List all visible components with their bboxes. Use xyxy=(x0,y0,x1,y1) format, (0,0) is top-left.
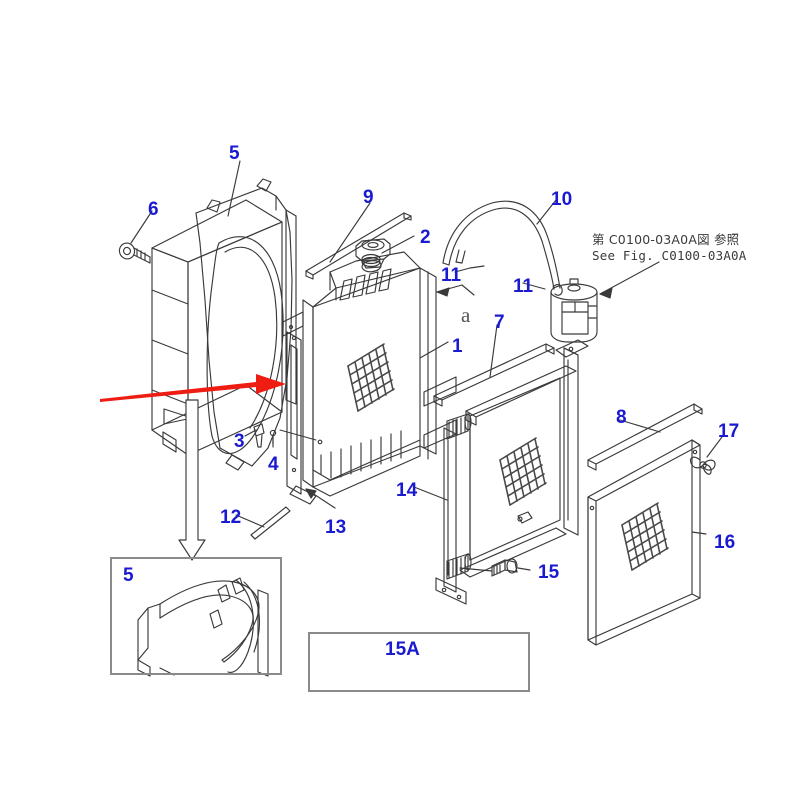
detail-letter-a: a xyxy=(461,303,471,327)
rod-12 xyxy=(250,506,291,540)
lead-12 xyxy=(235,514,265,528)
rod-9 xyxy=(305,212,412,280)
callout-12-rod[interactable]: 12 xyxy=(220,507,242,528)
callout-16-side-panel[interactable]: 16 xyxy=(714,532,736,553)
clip-3 xyxy=(253,423,265,448)
inset-label-15a: 15A xyxy=(385,639,420,660)
lead-15 xyxy=(517,567,531,571)
callout-2-cap[interactable]: 2 xyxy=(420,227,431,248)
side-panel-16 xyxy=(587,439,701,646)
radiator-cap-2 xyxy=(355,238,391,269)
hose-clamp-11b xyxy=(552,283,563,296)
inset-label-shroud: 5 xyxy=(123,565,134,586)
lead-10 xyxy=(536,199,557,225)
callout-9-rod[interactable]: 9 xyxy=(363,187,374,208)
lead-11b xyxy=(522,282,546,290)
callout-7-rod[interactable]: 7 xyxy=(494,312,505,333)
reference-note-english: See Fig. C0100-03A0A xyxy=(592,248,747,263)
callout-1-radiator[interactable]: 1 xyxy=(452,336,463,357)
oil-cooler-assembly xyxy=(423,339,589,605)
lead-15-b xyxy=(459,567,493,572)
callout-14-oil-cooler[interactable]: 14 xyxy=(396,480,418,501)
callout-11-clamp-b[interactable]: 11 xyxy=(513,276,534,297)
callout-17-wing-nut[interactable]: 17 xyxy=(718,421,740,442)
inset-box-shroud xyxy=(110,557,282,675)
callout-8-rod[interactable]: 8 xyxy=(616,407,627,428)
shroud-bolt-6 xyxy=(118,242,151,264)
lead-2 xyxy=(381,235,415,254)
callout-6-bolt[interactable]: 6 xyxy=(148,199,159,220)
reference-note-japanese: 第 C0100-03A0A図 参照 xyxy=(592,232,740,247)
inset-box-15a xyxy=(308,632,530,692)
lead-9 xyxy=(329,202,371,263)
callout-3-clip[interactable]: 3 xyxy=(234,431,245,452)
lead-5-top xyxy=(227,160,241,217)
lead-7 xyxy=(489,324,498,378)
downward-open-arrow xyxy=(178,399,206,561)
callout-13-bracket[interactable]: 13 xyxy=(325,517,347,538)
callout-10-hose[interactable]: 10 xyxy=(551,189,573,210)
lead-17 xyxy=(706,436,723,458)
hose-10 xyxy=(442,200,561,290)
lead-3 xyxy=(244,429,257,437)
lead-11a xyxy=(454,265,485,273)
red-pointer-arrow xyxy=(100,374,286,402)
radiator-assembly xyxy=(282,251,437,505)
callout-5-shroud[interactable]: 5 xyxy=(229,143,240,164)
rod-7 xyxy=(433,343,555,407)
bolt-15 xyxy=(491,558,518,577)
lead-8 xyxy=(619,419,661,433)
reservoir-tank xyxy=(550,278,598,343)
figure-reference-note: 第 C0100-03A0A図 参照 See Fig. C0100-03A0A xyxy=(592,232,747,264)
lead-16 xyxy=(691,531,707,535)
rod-8 xyxy=(587,403,703,471)
fitting-lower xyxy=(446,553,472,580)
inset-shroud-detail xyxy=(137,577,269,677)
fitting-upper xyxy=(446,413,472,440)
lead-6 xyxy=(130,210,153,244)
callout-15-bolt[interactable]: 15 xyxy=(538,562,560,583)
hose-clamp-11a xyxy=(455,249,466,264)
callout-11-clamp-a[interactable]: 11 xyxy=(441,265,462,286)
wing-nut-17 xyxy=(689,456,716,475)
lead-1 xyxy=(419,341,449,359)
callout-4-pin[interactable]: 4 xyxy=(268,454,279,475)
fan-shroud-assembly xyxy=(151,178,297,471)
lead-14 xyxy=(413,486,448,501)
